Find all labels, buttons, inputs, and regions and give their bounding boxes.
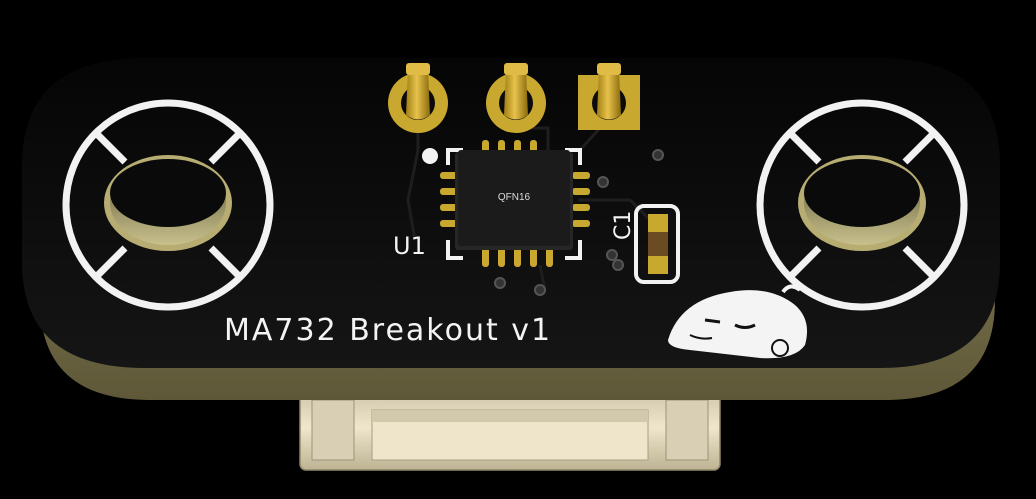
mounting-hole-left	[62, 99, 274, 311]
chip-designator-label: U1	[393, 232, 426, 260]
capacitor-designator-label: C1	[611, 211, 636, 240]
vias	[494, 149, 664, 296]
capacitor-c1	[634, 204, 680, 284]
header-pin-2	[486, 63, 546, 133]
board-title: MA732 Breakout v1	[224, 313, 552, 348]
pin1-marker	[422, 148, 438, 164]
qfn-pads	[440, 140, 590, 267]
header-pin-3	[578, 63, 640, 130]
chip-silk-outline	[446, 148, 582, 260]
qfn-chip: QFN16	[455, 150, 573, 250]
mascot-sleeping-face-icon	[668, 284, 808, 359]
header-pin-1	[388, 63, 448, 133]
chip-package-label: QFN16	[498, 192, 531, 203]
jst-connector	[299, 384, 721, 471]
mounting-hole-right	[756, 99, 968, 311]
